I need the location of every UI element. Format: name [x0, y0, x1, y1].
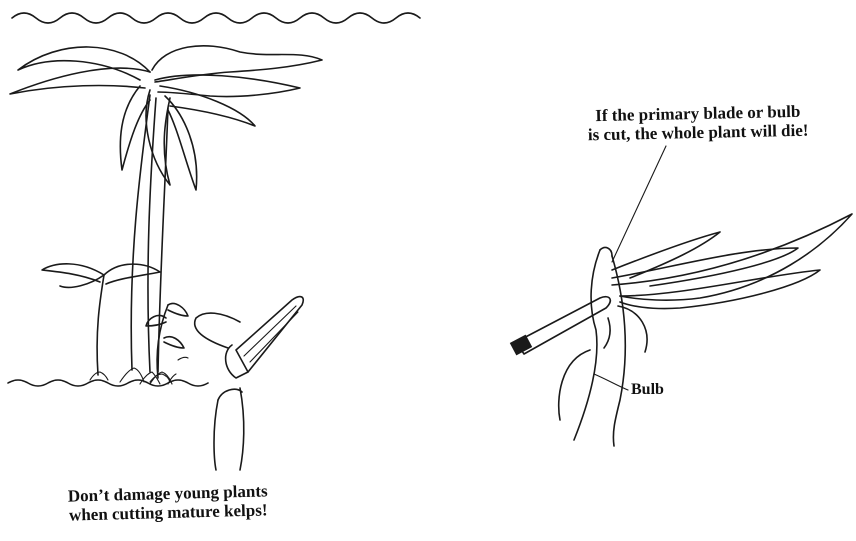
right-caption: If the primary blade or bulb is cut, the…: [538, 101, 856, 146]
bulb-label: Bulb: [631, 381, 664, 399]
water-surface: [12, 13, 420, 23]
young-kelp-plants: [42, 264, 188, 382]
hand-with-knife-left: [195, 297, 304, 470]
hand-with-knife-right: [510, 248, 626, 446]
kelp-blades-right: [604, 214, 852, 352]
left-caption: Don’t damage young plants when cutting m…: [18, 480, 319, 526]
caption-pointer-line: [612, 146, 666, 262]
mature-kelp: [10, 46, 322, 384]
sea-floor: [8, 380, 208, 386]
